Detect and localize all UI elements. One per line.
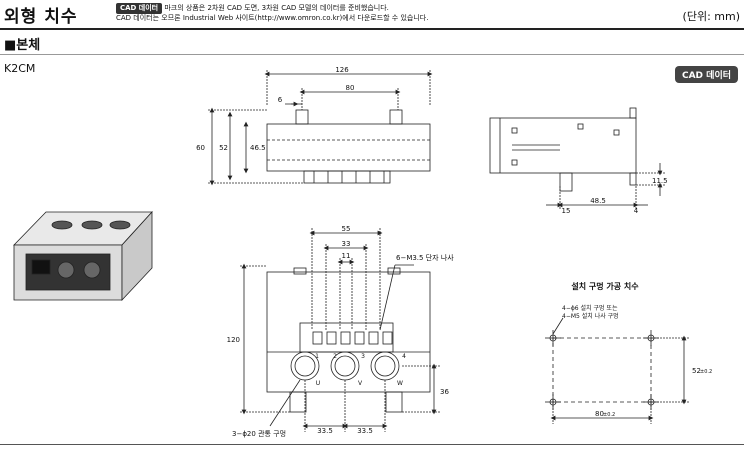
dim-33: 33 xyxy=(342,240,351,248)
dim-6: 6 xyxy=(278,96,283,104)
terminal-3: 3 xyxy=(361,353,365,360)
cutout-title: 설치 구멍 가공 치수 xyxy=(571,281,639,291)
terminal-1: 1 xyxy=(315,353,319,360)
dim-33-5-b: 33.5 xyxy=(357,427,373,435)
unit-label: (단위: mm) xyxy=(682,10,740,23)
page-title: 외형 치수 xyxy=(4,7,78,27)
model-name: K2CM xyxy=(4,62,36,75)
dim-4: 4 xyxy=(634,207,639,215)
product-photo xyxy=(13,210,153,302)
cad-data-button[interactable]: CAD 데이터 xyxy=(674,66,738,83)
dim-15: 15 xyxy=(562,207,571,215)
cutout-note1: 4−ϕ6 설치 구멍 또는 xyxy=(562,304,618,312)
phase-u: U xyxy=(316,380,320,387)
cad-data-badge: CAD 데이터 xyxy=(116,3,163,14)
terminal-2: 2 xyxy=(333,353,337,360)
side-view xyxy=(489,107,666,210)
dim-46-5: 46.5 xyxy=(250,144,266,152)
dim-11: 11 xyxy=(342,252,351,260)
dim-36: 36 xyxy=(440,388,449,396)
dim-48-5: 48.5 xyxy=(590,197,606,205)
dim-55: 55 xyxy=(342,225,351,233)
section-rule xyxy=(0,54,744,55)
dim-120: 120 xyxy=(227,336,240,344)
dim-80: 80 xyxy=(346,84,355,92)
dim-126: 126 xyxy=(335,66,349,74)
header-rule xyxy=(0,28,744,30)
dim-52: 52 xyxy=(219,144,228,152)
cutout-dim-52: 52 xyxy=(692,367,701,375)
terminal-4: 4 xyxy=(402,353,406,360)
footer-rule xyxy=(0,444,744,445)
panel-cutout xyxy=(545,317,690,424)
dim-33-5-a: 33.5 xyxy=(317,427,333,435)
cutout-dim-80: 80 xyxy=(595,410,604,418)
cad-note-line1: CAD 데이터 마크의 상품은 2차원 CAD 도면, 3차원 CAD 모델의 … xyxy=(116,3,389,14)
screw-label: 6−M3.5 단자 나사 xyxy=(396,253,454,262)
cutout-note2: 4−M5 설치 나사 구멍 xyxy=(562,312,619,320)
phase-v: V xyxy=(358,380,363,387)
phase-w: W xyxy=(397,380,403,387)
top-view xyxy=(240,228,440,432)
dim-60: 60 xyxy=(196,144,205,152)
cutout-tol-52: ±0.2 xyxy=(700,369,712,375)
section-title: ■본체 xyxy=(4,38,41,53)
cad-note-line2: CAD 데이터는 오므론 Industrial Web 사이트(http://w… xyxy=(116,14,429,22)
cutout-tol-80: ±0.2 xyxy=(603,412,615,418)
dim-11-5: 11.5 xyxy=(652,177,668,185)
front-view xyxy=(208,70,433,186)
cad-note-text1: 마크의 상품은 2차원 CAD 도면, 3차원 CAD 모델의 데이터를 준비했… xyxy=(164,4,389,12)
hole-label: 3−ϕ20 관통 구멍 xyxy=(232,429,286,438)
